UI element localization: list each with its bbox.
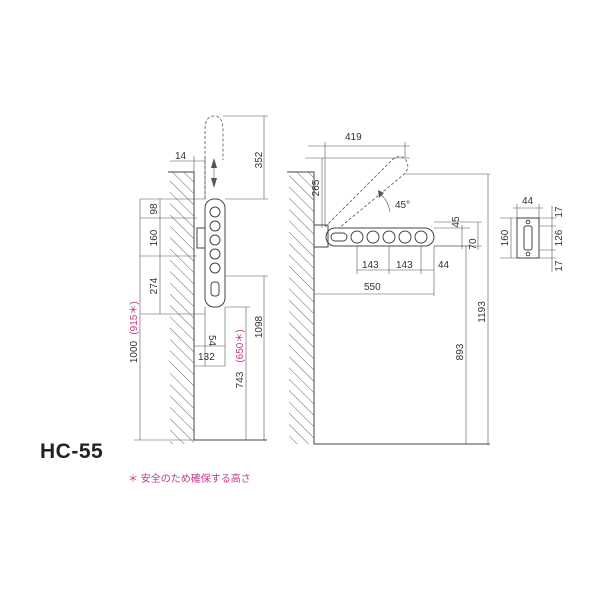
label-angle: 45° <box>395 200 410 211</box>
front-hole-4 <box>398 230 412 244</box>
label-14: 14 <box>175 151 187 162</box>
front-wall-outline <box>287 171 490 445</box>
label-1000-alt: (915＊) <box>129 301 140 334</box>
side-wall-hatch <box>170 172 194 444</box>
hanger-hole-1 <box>209 206 221 218</box>
hanger-slot <box>210 281 220 297</box>
label-1098: 1098 <box>254 315 265 338</box>
front-wall-hatch <box>289 172 314 444</box>
label-b126: 126 <box>554 229 565 246</box>
angle-arc <box>379 193 391 213</box>
label-b160: 160 <box>500 229 511 246</box>
label-265: 265 <box>311 179 322 196</box>
side-view: 14 352 98 160 274 54 132 1098 1000 (915＊… <box>129 115 268 444</box>
label-274: 274 <box>149 277 160 294</box>
label-743: 743 <box>235 371 246 388</box>
angle-arrow <box>378 190 384 198</box>
fold-arrow-head-up <box>211 158 217 168</box>
front-hole-5 <box>414 230 428 244</box>
label-45: 45 <box>451 216 462 228</box>
hanger-hole-3 <box>209 234 221 246</box>
folded-arm-dashed <box>204 115 224 199</box>
bracket-plate <box>516 217 540 259</box>
label-419: 419 <box>345 132 362 143</box>
label-b17-top: 17 <box>554 206 565 218</box>
safety-note: ＊ 安全のため確保する高さ <box>128 474 251 485</box>
label-54: 54 <box>206 335 217 347</box>
model-title: HC-55 <box>40 440 104 463</box>
label-160: 160 <box>149 229 160 246</box>
bracket-screw-bottom <box>525 251 531 257</box>
label-143-a: 143 <box>362 260 379 271</box>
label-893: 893 <box>455 343 466 360</box>
label-352: 352 <box>254 151 265 168</box>
label-1000: 1000 <box>129 340 140 363</box>
front-hole-3 <box>382 230 396 244</box>
hanger-hole-4 <box>209 248 221 260</box>
bracket-inner-slot <box>523 225 533 251</box>
front-hole-1 <box>350 230 364 244</box>
front-hole-2 <box>366 230 380 244</box>
label-743-alt: (650＊) <box>235 329 246 362</box>
front-arm <box>325 227 435 247</box>
hanger-hole-2 <box>209 220 221 232</box>
hanger-bracket <box>196 227 206 249</box>
label-132: 132 <box>198 352 215 363</box>
fold-arrow-head <box>211 178 217 188</box>
bracket-view: 44 17 160 126 17 <box>500 196 565 272</box>
label-b17-bottom: 17 <box>554 260 565 272</box>
label-143-b: 143 <box>396 260 413 271</box>
label-550: 550 <box>364 282 381 293</box>
raised-arm-dashed <box>324 156 409 229</box>
front-arm-slot <box>330 232 348 242</box>
front-view: 419 265 45° 45 70 143 143 44 550 1193 89… <box>287 132 490 445</box>
bracket-screw-top <box>525 219 531 225</box>
hanger-arm <box>204 198 226 308</box>
label-1193: 1193 <box>477 301 488 323</box>
label-98: 98 <box>149 203 160 215</box>
label-70: 70 <box>468 238 479 250</box>
label-44: 44 <box>438 260 450 271</box>
label-b44: 44 <box>522 196 534 207</box>
front-bracket <box>313 224 329 248</box>
hanger-hole-5 <box>209 262 221 274</box>
